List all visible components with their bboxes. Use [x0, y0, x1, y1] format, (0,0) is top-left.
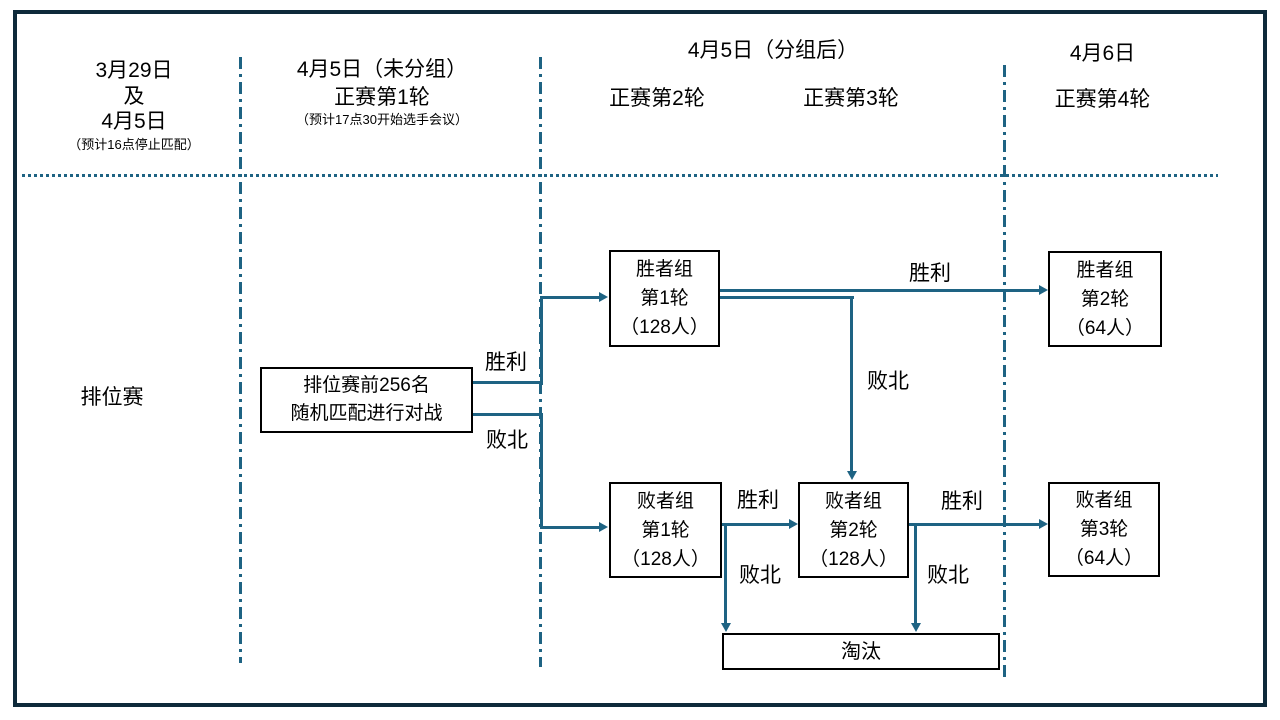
box-losers-r1-line1: 败者组	[636, 490, 694, 512]
header-col3-round3: 正赛第3轮	[803, 87, 899, 110]
header-separator-dotted-line	[22, 174, 1218, 177]
header-col3-title: 4月5日（分组后）	[687, 39, 859, 62]
box-winners-r2-line3: （64人）	[1065, 317, 1145, 339]
edge-into-losers-r1	[542, 526, 599, 529]
header-col2-round: 正赛第1轮	[334, 86, 430, 109]
divider-col3-col4	[1003, 65, 1006, 678]
edge-losers-r1-to-eliminated	[724, 525, 727, 623]
box-seed-line2: 随机匹配进行对战	[290, 403, 443, 424]
arrowhead-into-losers-r3	[1039, 519, 1048, 529]
header-col2-note: （预计17点30开始选手会议）	[296, 112, 468, 127]
header-col1-note: （预计16点停止匹配）	[68, 137, 200, 152]
box-winners-r1-line2: 第1轮	[640, 288, 689, 309]
box-winners-round2: 胜者组 第2轮 （64人）	[1048, 251, 1162, 347]
edge-label-win-losers-r1: 胜利	[737, 489, 779, 512]
edge-seed-lose-dropper	[540, 413, 543, 529]
box-winners-round1: 胜者组 第1轮 （128人）	[609, 250, 720, 347]
edge-winners-r1-lose-out	[720, 296, 854, 299]
box-losers-r2-line1: 败者组	[824, 490, 882, 512]
box-losers-r3-line3: （64人）	[1064, 548, 1144, 569]
header-col1-date1: 3月29日	[95, 59, 173, 82]
arrowhead-into-winners-r2	[1039, 285, 1048, 295]
edge-losers-r2-to-eliminated	[914, 525, 917, 623]
box-losers-r3-line1: 败者组	[1075, 490, 1133, 511]
box-losers-r2-line2: 第2轮	[829, 519, 878, 541]
edge-label-lose-winners-r1: 败北	[867, 370, 909, 393]
edge-into-winners-r1	[542, 296, 599, 299]
arrowhead-losers-r1-eliminated	[721, 623, 731, 632]
arrowhead-into-losers-r2-left	[789, 519, 798, 529]
box-losers-r1-line3: （128人）	[621, 548, 710, 570]
header-col3-round2: 正赛第2轮	[609, 87, 705, 110]
header-col1-date2: 4月5日	[101, 110, 167, 133]
box-losers-round3: 败者组 第3轮 （64人）	[1048, 482, 1160, 577]
header-col4-round: 正赛第4轮	[1054, 88, 1151, 111]
box-eliminated: 淘汰	[722, 633, 1000, 670]
divider-col1-col2	[239, 57, 242, 663]
edge-winners-r1-to-winners-r2	[720, 289, 1039, 292]
edge-label-lose-losers-r2: 败北	[927, 564, 969, 587]
box-losers-r1-line2: 第1轮	[641, 519, 690, 541]
arrowhead-losers-r2-eliminated	[911, 623, 921, 632]
arrowhead-into-losers-r1	[599, 522, 608, 532]
stage-label-ranking: 排位赛	[80, 386, 144, 409]
edge-label-win-losers-r2: 胜利	[941, 490, 983, 513]
edge-losers-r2-to-losers-r3	[909, 523, 1039, 526]
edge-label-lose-seed: 败北	[486, 429, 528, 452]
arrowhead-into-winners-r1	[599, 292, 608, 302]
box-eliminated-label: 淘汰	[841, 640, 881, 663]
header-col1-conjunction: 及	[123, 85, 145, 108]
edge-seed-win-riser	[540, 296, 543, 385]
header-col4-title: 4月6日	[1069, 42, 1136, 65]
edge-winners-r1-to-losers-r2	[850, 296, 853, 471]
edge-label-win-winners-r1: 胜利	[909, 262, 951, 285]
box-seed-match: 排位赛前256名 随机匹配进行对战	[260, 367, 473, 433]
box-seed-line1: 排位赛前256名	[303, 375, 430, 396]
box-losers-round2: 败者组 第2轮 （128人）	[798, 482, 909, 578]
edge-seed-lose-out	[473, 413, 541, 416]
box-losers-round1: 败者组 第1轮 （128人）	[609, 482, 722, 578]
box-winners-r2-line1: 胜者组	[1076, 259, 1134, 281]
box-winners-r1-line3: （128人）	[620, 317, 709, 338]
box-winners-r2-line2: 第2轮	[1080, 288, 1130, 310]
box-losers-r2-line3: （128人）	[809, 548, 898, 570]
arrowhead-into-losers-r2-top	[847, 471, 857, 480]
diagram-border	[13, 10, 1267, 707]
box-winners-r1-line1: 胜者组	[635, 259, 693, 280]
box-losers-r3-line2: 第3轮	[1079, 519, 1129, 540]
header-col2-title: 4月5日（未分组）	[296, 58, 468, 81]
edge-losers-r1-to-losers-r2	[722, 523, 789, 526]
edge-seed-win-out	[473, 381, 541, 384]
edge-label-lose-losers-r1: 败北	[739, 564, 781, 587]
edge-label-win-seed: 胜利	[485, 351, 527, 374]
